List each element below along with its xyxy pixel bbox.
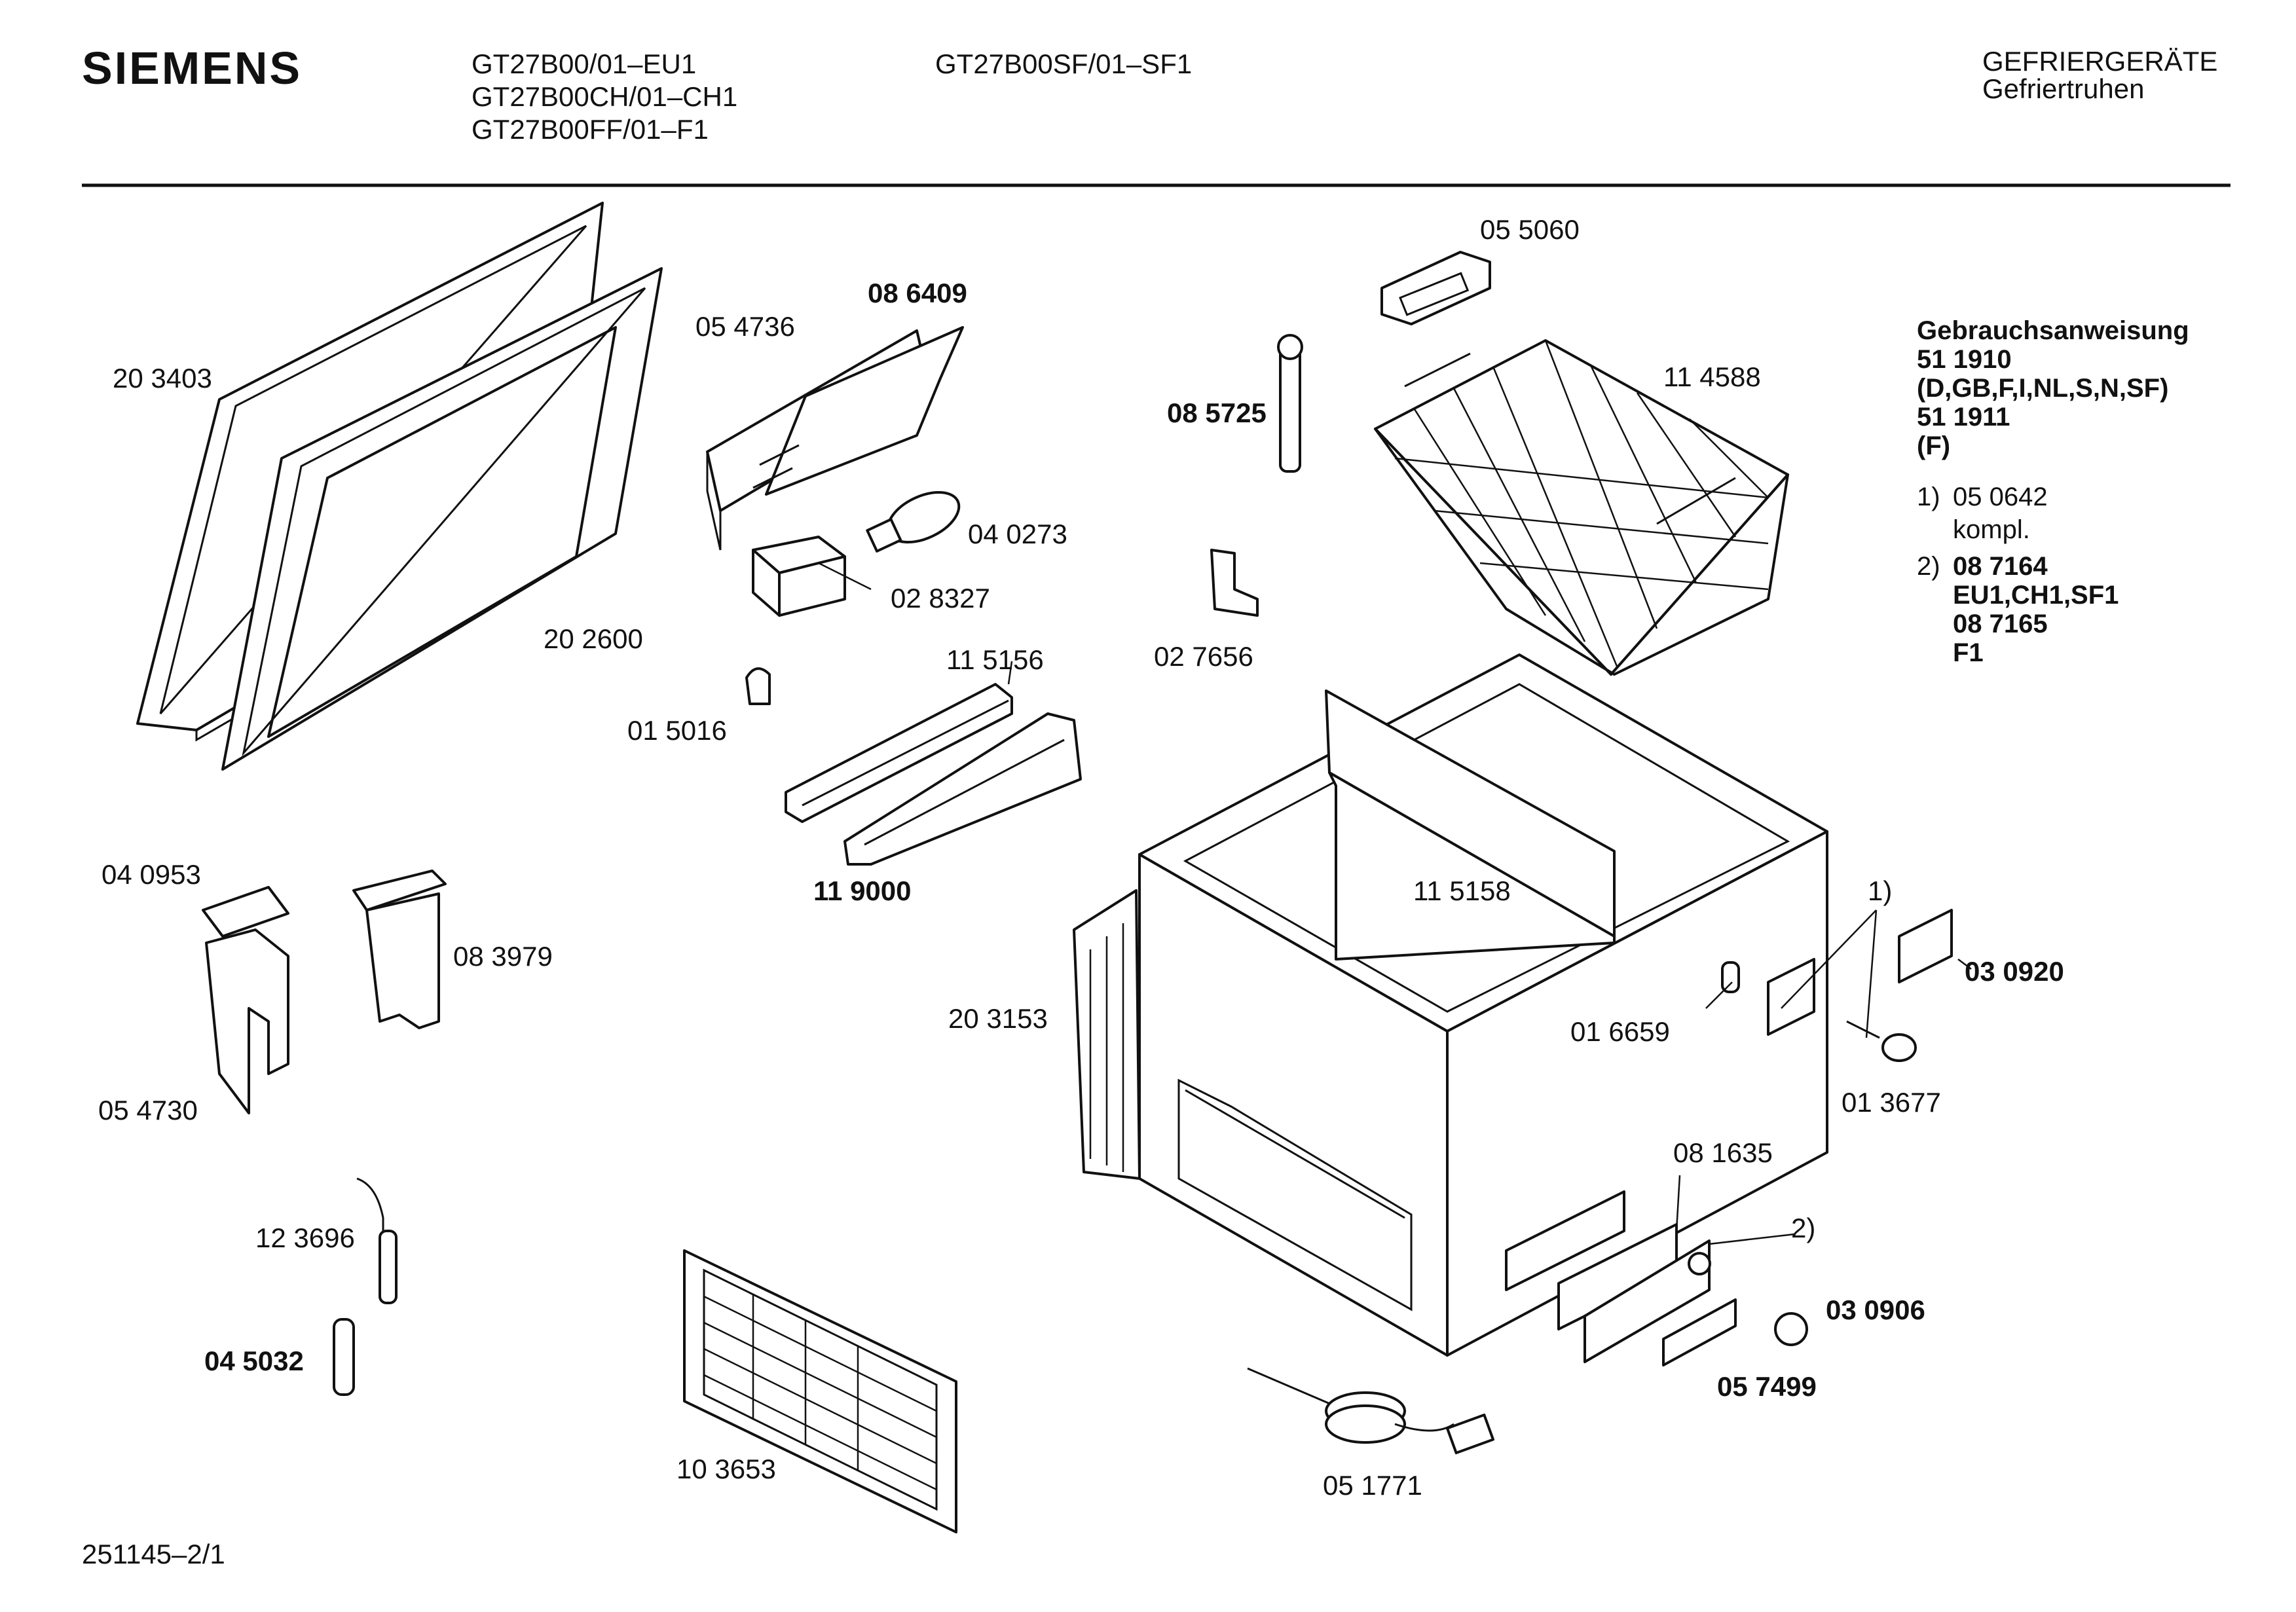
part-label: 03 0906 <box>1826 1294 1925 1325</box>
control-panel <box>1557 1223 1711 1363</box>
part-label: 08 6409 <box>868 278 967 308</box>
indicator-lamp-housing <box>1662 1298 1737 1366</box>
cabinet-divider <box>1325 689 1616 961</box>
note-part: 05 0642 <box>1953 483 2048 511</box>
note-marker: 2) <box>1917 552 1940 581</box>
control-panel-bracket <box>1505 1190 1625 1291</box>
lamp-bulb <box>866 491 961 553</box>
part-label: 05 4730 <box>98 1095 198 1126</box>
note-desc: kompl. <box>1953 515 2030 544</box>
part-label: 10 3653 <box>676 1454 776 1484</box>
part-label: 02 8327 <box>891 583 990 614</box>
basket-handle-clip <box>1380 251 1491 325</box>
reference-marker: 1) <box>1868 875 1892 906</box>
part-label: 04 0953 <box>102 859 201 890</box>
note-part: 08 7165 <box>1953 610 2048 638</box>
part-label: 01 3677 <box>1842 1087 1941 1118</box>
part-label: 03 0920 <box>1965 956 2064 987</box>
door-hinge-right <box>352 870 447 1029</box>
note-variants: EU1,CH1,SF1 <box>1953 581 2119 610</box>
part-label: 01 5016 <box>627 715 727 746</box>
part-label: 11 4588 <box>1663 361 1761 392</box>
note-marker: 1) <box>1917 483 1940 511</box>
manual-languages: (D,GB,F,I,NL,S,N,SF) <box>1917 374 2168 403</box>
part-label: 12 3696 <box>255 1222 355 1253</box>
wire-basket <box>1374 339 1789 676</box>
instructions-sidebar: Gebrauchsanweisung 51 1910 (D,GB,F,I,NL,… <box>1917 316 2189 667</box>
leader-lines <box>818 562 1972 1245</box>
part-label: 08 1635 <box>1673 1137 1773 1168</box>
part-label: 04 0273 <box>968 519 1067 549</box>
part-label: 04 5032 <box>204 1346 304 1376</box>
model-code: GT27B00/01–EU1 <box>472 48 696 79</box>
part-label: 11 5156 <box>946 644 1044 675</box>
thermostat-knob <box>1774 1312 1808 1346</box>
part-label: 11 9000 <box>813 875 912 906</box>
lamp-cover <box>706 326 964 551</box>
model-code: GT27B00FF/01–F1 <box>472 114 709 145</box>
handle-strip-upper <box>785 683 1013 823</box>
part-label: 05 1771 <box>1323 1470 1422 1501</box>
condenser-coil <box>1073 889 1141 1180</box>
brand-logo: SIEMENS <box>82 43 302 94</box>
manual-number: 51 1911 <box>1917 403 2010 431</box>
part-label: 20 3403 <box>113 363 212 394</box>
power-cord <box>1247 1367 1495 1455</box>
sidebar-title: Gebrauchsanweisung <box>1917 316 2189 345</box>
lock-cylinder <box>1721 958 1815 1036</box>
part-label: 05 4736 <box>695 311 795 342</box>
header: SIEMENS GT27B00/01–EU1 GT27B00CH/01–CH1 … <box>82 43 2231 187</box>
part-labels: 20 3403 20 2600 05 4736 08 6409 04 0273 … <box>98 214 2064 1501</box>
category-title: GEFRIERGERÄTE <box>1982 46 2217 77</box>
hinge-bracket <box>1210 549 1259 617</box>
lid-seal-frame <box>221 267 663 771</box>
lamp-socket <box>752 536 846 617</box>
temperature-sensor-probe <box>356 1177 398 1304</box>
door-hinge-left <box>202 886 289 1114</box>
part-label: 20 2600 <box>544 623 643 654</box>
model-code: GT27B00CH/01–CH1 <box>472 81 737 112</box>
note-variants: F1 <box>1953 638 1984 667</box>
freezer-cabinet <box>1138 653 1828 1357</box>
lock-key <box>1846 1020 1917 1062</box>
ventilation-grille <box>683 1249 957 1533</box>
small-clip <box>745 667 771 705</box>
model-code: GT27B00SF/01–SF1 <box>935 48 1192 79</box>
reference-marker: 2) <box>1791 1213 1815 1243</box>
part-label: 02 7656 <box>1154 641 1253 672</box>
compressor-compartment <box>1177 1078 1413 1311</box>
handle-strip-lower <box>843 712 1082 866</box>
manual-languages: (F) <box>1917 431 1950 460</box>
note-part: 08 7164 <box>1953 552 2048 581</box>
part-label: 20 3153 <box>948 1003 1048 1034</box>
category-subtitle: Gefriertruhen <box>1982 73 2144 104</box>
label-plate <box>1898 909 1953 983</box>
part-label: 05 5060 <box>1480 214 1580 245</box>
document-id: 251145–2/1 <box>82 1539 225 1569</box>
part-label: 01 6659 <box>1570 1016 1670 1047</box>
part-label: 08 3979 <box>453 941 553 972</box>
sensor-sleeve <box>333 1318 355 1396</box>
part-label: 11 5158 <box>1413 875 1511 906</box>
basket-wires <box>1394 340 1769 669</box>
part-label: 08 5725 <box>1167 397 1267 428</box>
part-label: 05 7499 <box>1717 1371 1817 1402</box>
thermostat-knob-rod <box>1277 334 1303 473</box>
manual-number: 51 1910 <box>1917 345 2012 374</box>
